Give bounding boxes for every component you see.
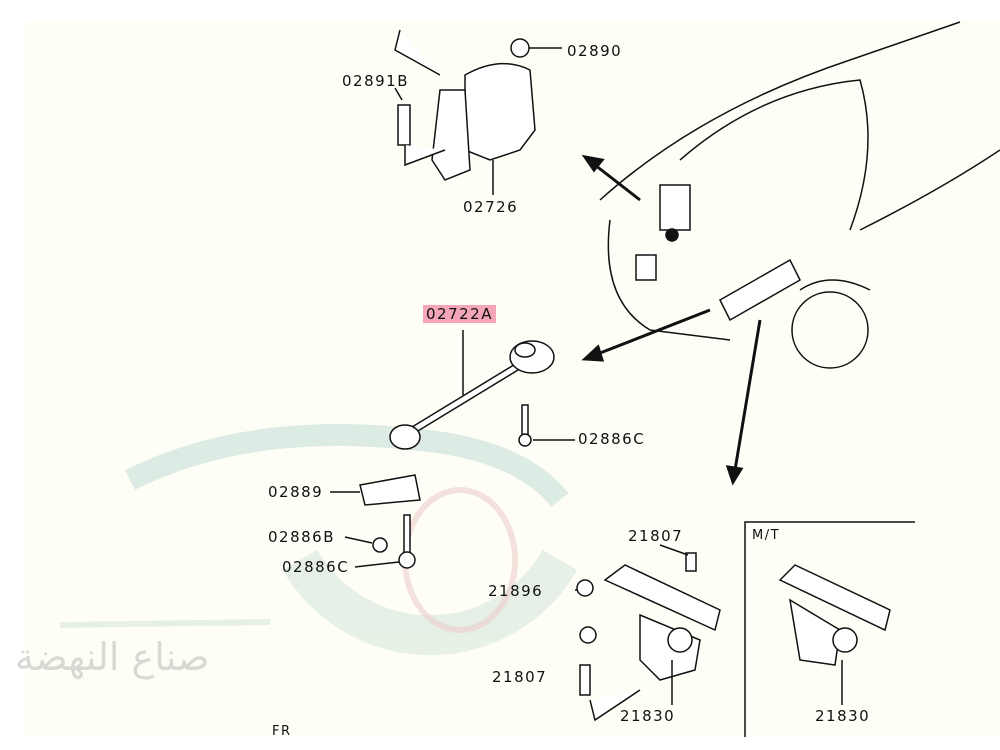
pointer-arrows — [581, 154, 762, 486]
transmission-mount-21830 — [575, 544, 721, 722]
inset-title: M/T — [752, 528, 781, 543]
inset-frame — [744, 521, 915, 737]
part-label-21830-inset[interactable]: 21830 — [815, 707, 871, 725]
part-label-02891B[interactable]: 02891B — [342, 72, 410, 90]
engine-mount-02726 — [394, 29, 562, 195]
part-label-21896[interactable]: 21896 — [488, 582, 544, 600]
part-label-02889[interactable]: 02889 — [268, 483, 324, 501]
engine-bay-parts — [635, 184, 801, 322]
part-label-02886B[interactable]: 02886B — [268, 528, 336, 546]
part-label-02890[interactable]: 02890 — [567, 42, 623, 60]
car-outline — [599, 21, 1000, 369]
part-label-21830[interactable]: 21830 — [620, 707, 676, 725]
watermark-text: صناع النهضة — [15, 635, 210, 679]
part-label-02726[interactable]: 02726 — [463, 198, 519, 216]
part-label-21807-lower[interactable]: 21807 — [492, 668, 548, 686]
part-label-21807[interactable]: 21807 — [628, 527, 684, 545]
inset-mount — [778, 564, 891, 705]
torque-rod-02722A — [330, 330, 575, 569]
part-label-02886C-lower[interactable]: 02886C — [282, 558, 350, 576]
part-label-02886C[interactable]: 02886C — [578, 430, 646, 448]
front-marker: FR — [272, 724, 292, 739]
part-label-02722A[interactable]: 02722A — [423, 305, 496, 323]
